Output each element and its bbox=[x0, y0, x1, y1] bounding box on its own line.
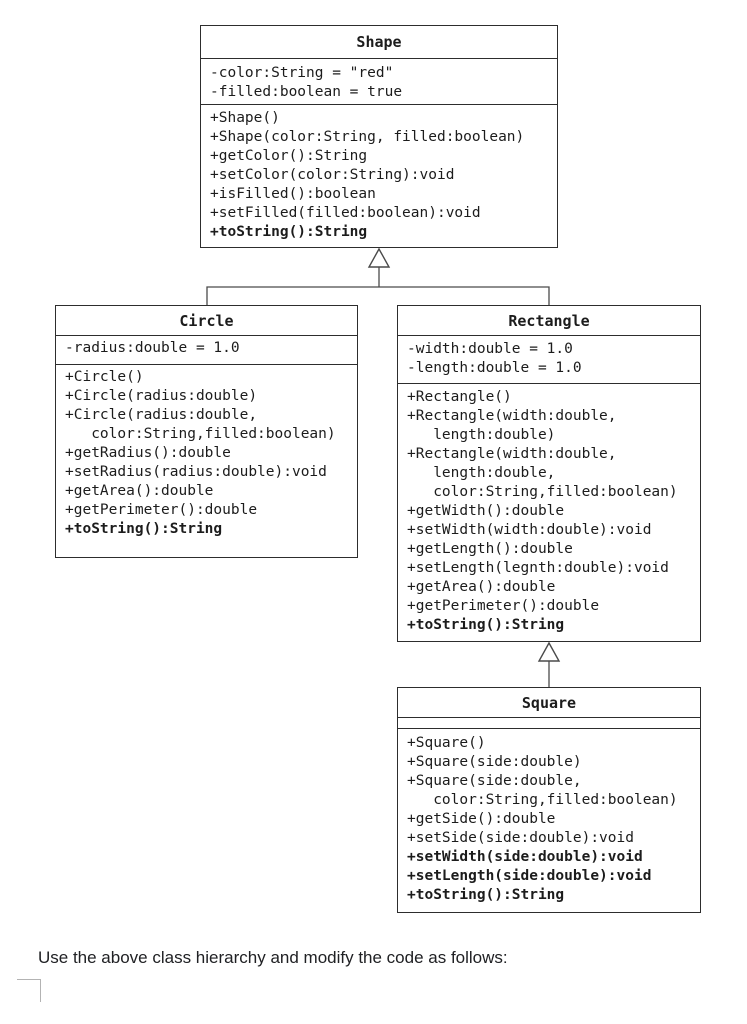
class-square-attributes bbox=[398, 717, 700, 728]
method-line: color:String,filled:boolean) bbox=[407, 484, 678, 500]
method-line: +setWidth(side:double):void bbox=[407, 849, 643, 865]
method-line: +Rectangle(width:double, bbox=[407, 446, 617, 462]
inheritance-connector-shape-children bbox=[206, 247, 550, 305]
method-line: color:String,filled:boolean) bbox=[407, 792, 678, 808]
method-line: color:String,filled:boolean) bbox=[65, 426, 336, 442]
method-line: +setRadius(radius:double):void bbox=[65, 464, 327, 480]
method-line: +setSide(side:double):void bbox=[407, 830, 634, 846]
class-square-title: Square bbox=[521, 693, 577, 712]
method-line: +setFilled(filled:boolean):void bbox=[210, 205, 481, 221]
method-line: length:double) bbox=[407, 427, 556, 443]
method-line: +Rectangle() bbox=[407, 389, 512, 405]
method-line: +toString():String bbox=[65, 521, 223, 537]
class-circle-attributes: -radius:double = 1.0 bbox=[56, 335, 357, 364]
attribute-line: -color:String = "red" bbox=[210, 65, 394, 81]
method-line: +toString():String bbox=[407, 617, 565, 633]
inheritance-connector-rectangle-square bbox=[537, 641, 561, 687]
method-line: +getRadius():double bbox=[65, 445, 231, 461]
method-line: +Shape(color:String, filled:boolean) bbox=[210, 129, 525, 145]
attribute-line: -length:double = 1.0 bbox=[407, 360, 582, 376]
method-line: +getArea():double bbox=[407, 579, 556, 595]
method-line: +getPerimeter():double bbox=[65, 502, 258, 518]
method-line: +isFilled():boolean bbox=[210, 186, 376, 202]
method-line: +Rectangle(width:double, bbox=[407, 408, 617, 424]
method-line: +Shape() bbox=[210, 110, 280, 126]
inheritance-arrow-icon bbox=[367, 247, 391, 268]
class-rectangle-title: Rectangle bbox=[508, 311, 590, 330]
method-line: length:double, bbox=[407, 465, 556, 481]
method-line: +setLength(legnth:double):void bbox=[407, 560, 669, 576]
class-rectangle: Rectangle -width:double = 1.0 -length:dou… bbox=[397, 305, 701, 642]
method-line: +setWidth(width:double):void bbox=[407, 522, 652, 538]
class-rectangle-attributes: -width:double = 1.0 -length:double = 1.0 bbox=[398, 335, 700, 383]
class-circle: Circle -radius:double = 1.0 +Circle()+Ci… bbox=[55, 305, 358, 558]
method-line: +toString():String bbox=[407, 887, 565, 903]
class-shape-title: Shape bbox=[356, 33, 402, 51]
class-square: Square +Square()+Square(side:double)+Squ… bbox=[397, 687, 701, 913]
method-line: +getPerimeter():double bbox=[407, 598, 600, 614]
method-line: +Square() bbox=[407, 735, 486, 751]
method-line: +Circle(radius:double, bbox=[65, 407, 258, 423]
class-circle-methods: +Circle() +Circle(radius:double) +Circle(r… bbox=[56, 364, 357, 557]
method-line: +getArea():double bbox=[65, 483, 214, 499]
class-shape-attributes: -color:String = "red" -filled:boolean = t… bbox=[201, 58, 557, 104]
method-line: +Square(side:double) bbox=[407, 754, 582, 770]
method-line: +getColor():String bbox=[210, 148, 368, 164]
method-line: +getWidth():double bbox=[407, 503, 565, 519]
partial-element-corner bbox=[17, 979, 41, 1002]
class-shape: Shape -color:String = "red" -filled:boole… bbox=[200, 25, 558, 248]
attribute-line: -radius:double = 1.0 bbox=[65, 340, 240, 356]
class-circle-title: Circle bbox=[179, 311, 234, 330]
attribute-line: -filled:boolean = true bbox=[210, 84, 403, 100]
method-line: +setColor(color:String):void bbox=[210, 167, 455, 183]
method-line: +toString():String bbox=[210, 224, 368, 240]
instruction-text: Use the above class hierarchy and modify… bbox=[38, 948, 508, 967]
class-square-methods: +Square() +Square(side:double) +Square(sid… bbox=[398, 728, 700, 912]
inheritance-arrow-icon bbox=[537, 641, 561, 662]
method-line: +getLength():double bbox=[407, 541, 573, 557]
method-line: +Circle(radius:double) bbox=[65, 388, 258, 404]
method-line: +Square(side:double, bbox=[407, 773, 582, 789]
method-line: +setLength(side:double):void bbox=[407, 868, 652, 884]
method-line: +Circle() bbox=[65, 369, 144, 385]
class-shape-methods: +Shape() +Shape(color:String, filled:bool… bbox=[201, 104, 557, 247]
attribute-line: -width:double = 1.0 bbox=[407, 341, 573, 357]
class-rectangle-methods: +Rectangle() +Rectangle(width:double, len… bbox=[398, 383, 700, 641]
method-line: +getSide():double bbox=[407, 811, 556, 827]
